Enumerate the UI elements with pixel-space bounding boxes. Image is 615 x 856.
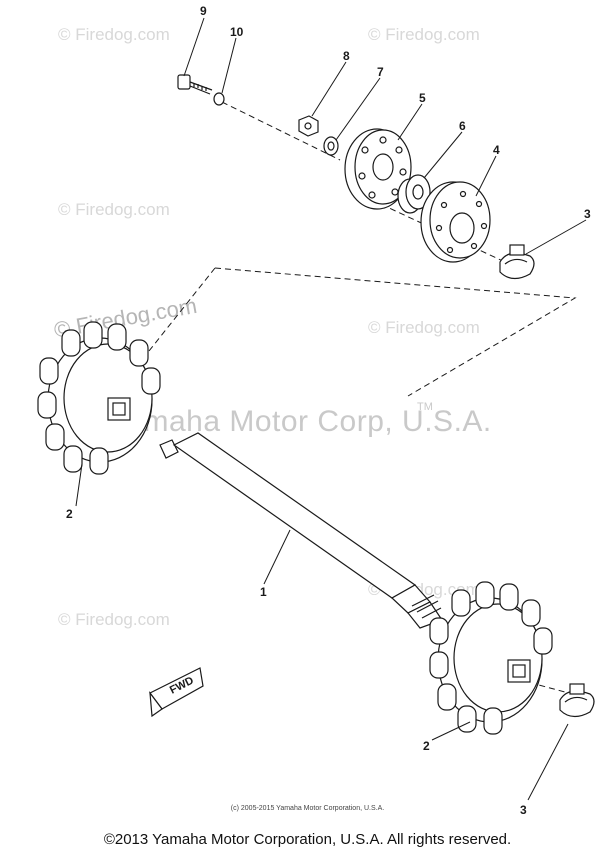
nut-part	[298, 115, 319, 137]
callout-clamp-upper: 3	[584, 207, 591, 221]
callout-bolt: 9	[200, 4, 207, 18]
lower-clamp-part	[559, 683, 595, 718]
forward-arrow-icon	[149, 667, 204, 718]
flange-plate-part	[420, 181, 491, 263]
callout-nut: 8	[343, 49, 350, 63]
left-sprocket-part	[37, 321, 161, 475]
callout-shaft: 1	[260, 585, 267, 599]
fineprint-copyright: (c) 2005-2015 Yamaha Motor Corporation, …	[230, 805, 385, 812]
upper-clamp-part	[499, 244, 535, 280]
callout-sprocket-left: 2	[66, 507, 73, 521]
right-sprocket-part	[429, 581, 553, 735]
drive-shaft-part	[159, 432, 443, 629]
callout-clamp-lower: 3	[520, 803, 527, 817]
lock-washer-part	[213, 92, 225, 106]
washer-part	[323, 136, 339, 156]
trademark-mark: TM	[417, 401, 433, 413]
bearing-part	[397, 174, 431, 214]
callout-lock-washer: 10	[230, 25, 244, 39]
callout-hub-plate: 5	[419, 91, 426, 105]
callout-sprocket-right: 2	[423, 739, 430, 753]
hub-plate-part	[344, 128, 412, 210]
bolt-part	[177, 74, 213, 95]
leader-lines	[75, 17, 587, 801]
callout-washer: 7	[377, 65, 384, 79]
footer-copyright: ©2013 Yamaha Motor Corporation, U.S.A. A…	[103, 831, 512, 848]
brand-watermark: Yamaha Motor Corp, U.S.A.	[108, 405, 492, 438]
callout-bearing: 6	[459, 119, 466, 133]
callout-flange-plate: 4	[493, 143, 500, 157]
